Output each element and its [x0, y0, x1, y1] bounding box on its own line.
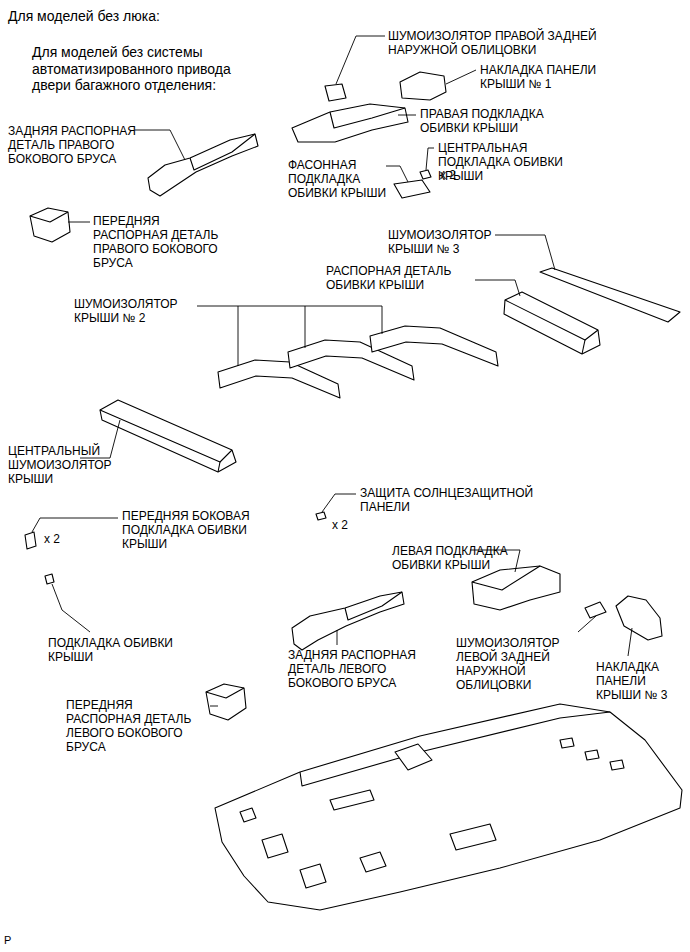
garnish-part: [400, 72, 446, 100]
part-name: ШУМОИЗОЛЯТОР ЛЕВОЙ ЗАДНЕЙ НАРУЖНОЙ ОБЛИЦ…: [456, 636, 572, 693]
opening: [395, 744, 432, 770]
part-name: РАСПОРНАЯ ДЕТАЛЬ ОБИВКИ КРЫШИ: [326, 264, 476, 292]
protector-part: [316, 512, 326, 520]
silencer-part: [218, 360, 340, 398]
part-name: ЗАДНЯЯ РАСПОРНАЯ ДЕТАЛЬ ПРАВОГО БОКОВОГО…: [8, 124, 148, 166]
silencer-part: [325, 84, 346, 101]
part-name: НАКЛАДКА ПАНЕЛИ КРЫШИ № 1: [480, 63, 620, 91]
part-name: ШУМОИЗОЛЯТОР КРЫШИ № 2: [74, 297, 198, 325]
pad-part: [420, 170, 431, 179]
part-name: ПЕРЕДНЯЯ БОКОВАЯ ПОДКЛАДКА ОБИВКИ КРЫШИ: [122, 509, 272, 551]
pad-part: [25, 532, 36, 549]
spacer-part: [148, 134, 258, 196]
part-name: ЗАДНЯЯ РАСПОРНАЯ ДЕТАЛЬ ЛЕВОГО БОКОВОГО …: [288, 648, 416, 690]
part-name: НАКЛАДКА ПАНЕЛИ КРЫШИ № 3: [596, 660, 686, 702]
part-name: ЛЕВАЯ ПОДКЛАДКА ОБИВКИ КРЫШИ: [392, 544, 538, 572]
part-name: ПРАВАЯ ПОДКЛАДКА ОБИВКИ КРЫШИ: [420, 107, 570, 135]
part-name: ФАСОННАЯ ПОДКЛАДКА ОБИВКИ КРЫШИ: [288, 158, 394, 200]
headliner-part: [215, 704, 682, 910]
part-name: Для моделей без системы автоматизированн…: [32, 44, 260, 94]
quantity-note: x 2: [440, 168, 480, 182]
spacer-part: [206, 684, 246, 720]
part-name: Для моделей без люка:: [8, 8, 308, 25]
pad-part: [394, 180, 430, 198]
pad-part: [45, 574, 54, 584]
garnish-part: [616, 596, 662, 640]
spacer-part: [292, 592, 404, 650]
spacer-part: [30, 208, 70, 242]
part-name: ШУМОИЗОЛЯТОР КРЫШИ № 3: [388, 228, 500, 256]
quantity-note: x 2: [332, 518, 372, 532]
part-name: ЗАЩИТА СОЛНЦЕЗАЩИТНОЙ ПАНЕЛИ: [360, 486, 560, 514]
part-name: ПЕРЕДНЯЯ РАСПОРНАЯ ДЕТАЛЬ ПРАВОГО БОКОВО…: [93, 214, 235, 271]
quantity-note: x 2: [44, 532, 84, 546]
silencer-part: [288, 340, 414, 380]
silencer-part: [585, 602, 606, 618]
part-name: ШУМОИЗОЛЯТОР ПРАВОЙ ЗАДНЕЙ НАРУЖНОЙ ОБЛИ…: [388, 29, 638, 57]
part-name: ЦЕНТРАЛЬНЫЙ ШУМОИЗОЛЯТОР КРЫШИ: [8, 444, 120, 486]
silencer-part: [370, 326, 498, 366]
part-name: ПЕРЕДНЯЯ РАСПОРНАЯ ДЕТАЛЬ ЛЕВОГО БОКОВОГ…: [66, 698, 208, 755]
part-name: ПОДКЛАДКА ОБИВКИ КРЫШИ: [48, 636, 190, 664]
quantity-note: P: [4, 934, 34, 947]
pad-part: [472, 566, 560, 610]
pad-part: [292, 104, 408, 142]
part-name: ЦЕНТРАЛЬНАЯ ПОДКЛАДКА ОБИВКИ КРЫШИ: [438, 141, 578, 183]
spacer-part: [504, 292, 600, 354]
silencer-part: [100, 400, 236, 472]
